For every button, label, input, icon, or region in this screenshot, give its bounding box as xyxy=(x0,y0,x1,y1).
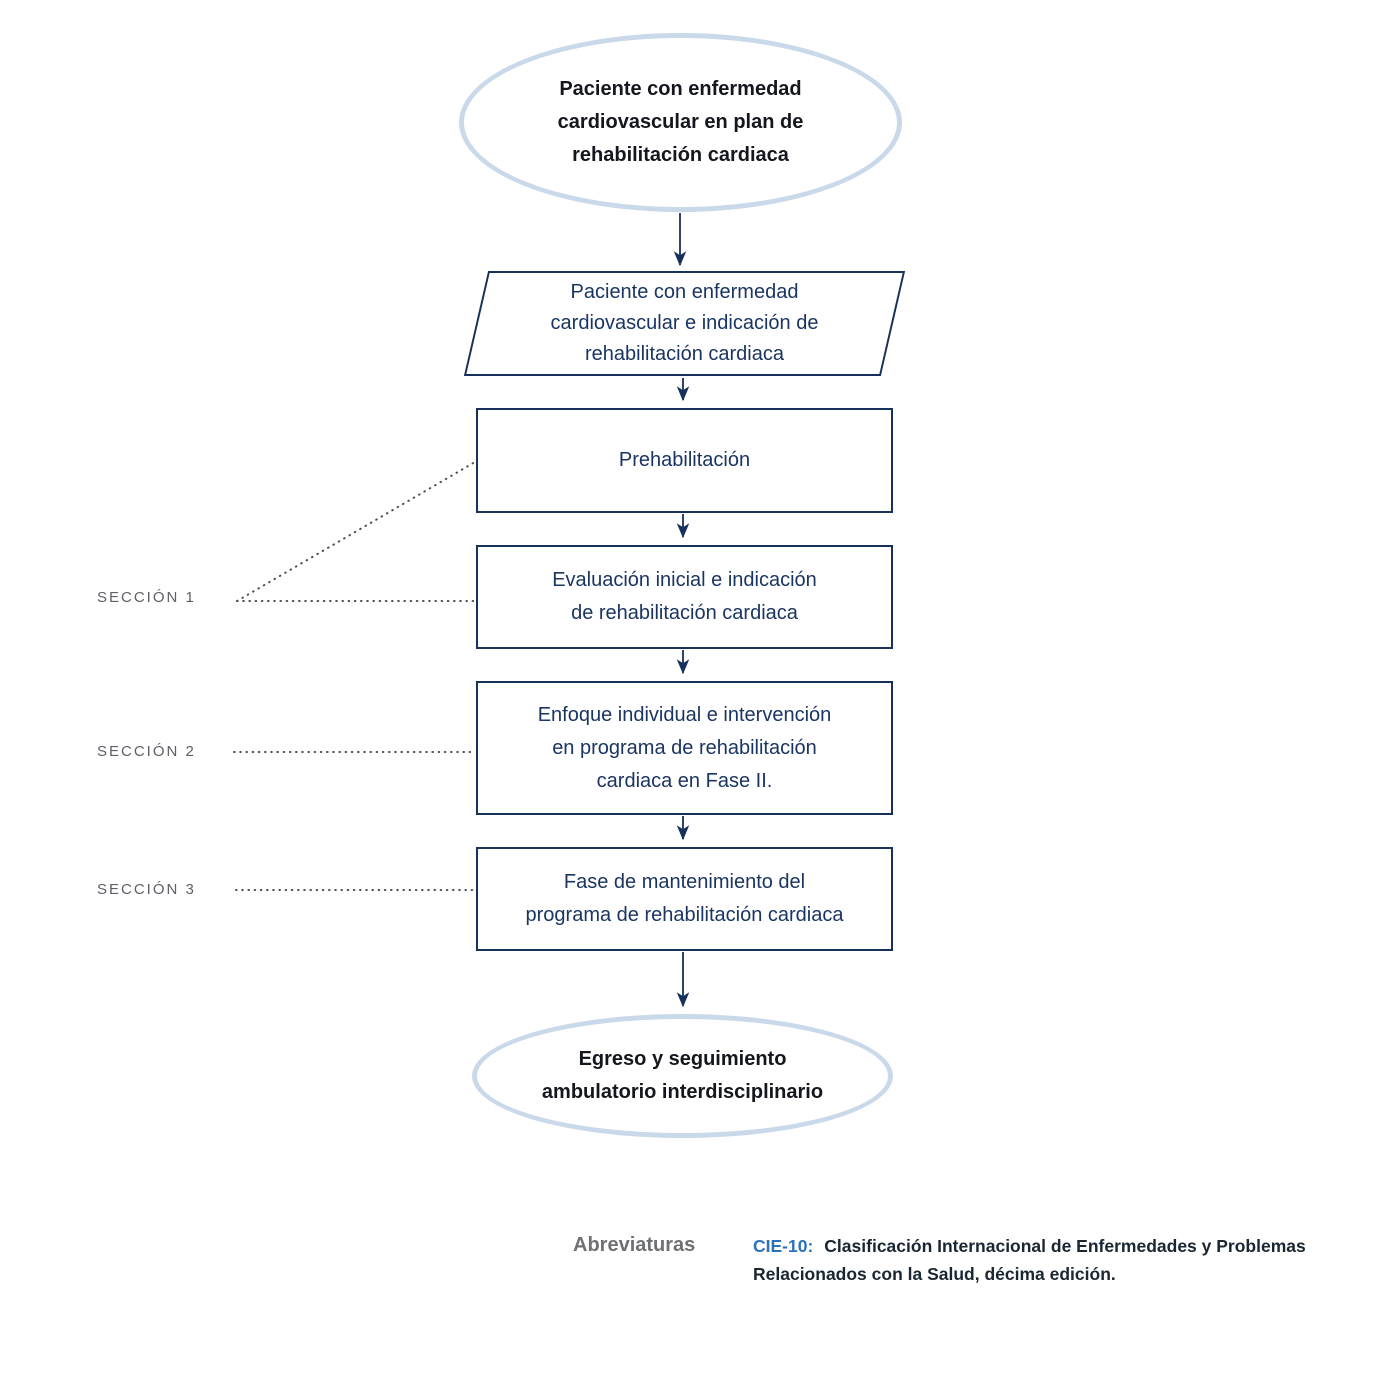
abbreviations-label: Abreviaturas xyxy=(573,1234,696,1256)
start-label-line-2: cardiovascular en plan de xyxy=(557,111,804,133)
io-label-line-3: rehabilitación cardiaca xyxy=(584,343,784,365)
mantenimiento-line-1: Fase de mantenimiento del xyxy=(563,871,806,893)
abbreviation-definition: CIE-10: Clasificación Internacional de En… xyxy=(753,1232,1328,1288)
process-box-enfoque-individual: Enfoque individual e intervención en pro… xyxy=(476,681,893,815)
io-label-line-2: cardiovascular e indicación de xyxy=(550,312,819,334)
mantenimiento-line-2: programa de rehabilitación cardiaca xyxy=(525,904,844,926)
end-terminator-label: Egreso y seguimiento ambulatorio interdi… xyxy=(542,1043,823,1109)
enfoque-line-2: en programa de rehabilitación xyxy=(552,736,817,759)
evaluacion-line-2: de rehabilitación cardiaca xyxy=(571,602,798,624)
process-box-evaluacion-inicial: Evaluación inicial e indicación de rehab… xyxy=(476,545,893,649)
io-label-line-1: Paciente con enfermedad xyxy=(570,281,799,303)
io-parallelogram-label: Paciente con enfermedad cardiovascular e… xyxy=(476,271,893,376)
start-label-line-1: Paciente con enfermedad xyxy=(559,78,802,100)
abbreviation-definition-line-1: Clasificación Internacional de Enfermeda… xyxy=(824,1236,1306,1256)
end-label-line-1: Egreso y seguimiento xyxy=(578,1048,787,1070)
enfoque-line-3: cardiaca en Fase II. xyxy=(596,769,773,792)
abbreviation-definition-line-2: Relacionados con la Salud, décima edició… xyxy=(753,1264,1116,1284)
abbreviation-term: CIE-10: xyxy=(753,1236,814,1256)
section-label-3: SECCIÓN 3 xyxy=(97,881,196,898)
enfoque-line-1: Enfoque individual e intervención xyxy=(537,703,832,726)
start-label-line-3: rehabilitación cardiaca xyxy=(572,144,789,166)
end-label-line-2: ambulatorio interdisciplinario xyxy=(541,1081,824,1103)
dotted-line-section1-diagonal xyxy=(236,461,476,602)
end-terminator-ellipse: Egreso y seguimiento ambulatorio interdi… xyxy=(472,1014,893,1138)
section-label-1: SECCIÓN 1 xyxy=(97,589,196,606)
prehabilitacion-line-1: Prehabilitación xyxy=(618,449,751,471)
start-terminator-label: Paciente con enfermedad cardiovascular e… xyxy=(558,73,804,172)
evaluacion-line-1: Evaluación inicial e indicación xyxy=(552,569,817,591)
process-box-fase-mantenimiento: Fase de mantenimiento del programa de re… xyxy=(476,847,893,951)
section-label-2: SECCIÓN 2 xyxy=(97,743,196,760)
start-terminator-ellipse: Paciente con enfermedad cardiovascular e… xyxy=(459,33,902,212)
process-box-prehabilitacion: Prehabilitación xyxy=(476,408,893,513)
